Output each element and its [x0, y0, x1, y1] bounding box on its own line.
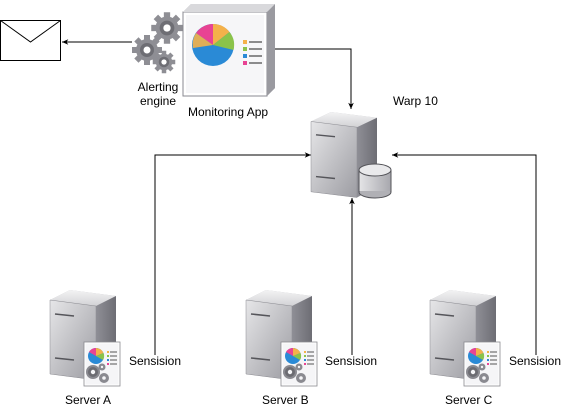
edge-serverC-to-warp10	[392, 152, 537, 355]
server-a-label: Server A	[65, 393, 112, 407]
warp10-label: Warp 10	[393, 94, 438, 108]
server-c-label: Server C	[445, 393, 493, 407]
server-b-agent-label: Sensision	[325, 354, 378, 368]
edge-serverA-to-warp10	[154, 152, 311, 355]
dashboard-pie-chart-icon	[182, 4, 275, 97]
edge-monitoring-to-warp10	[275, 48, 354, 109]
server-b-sensision-icon	[280, 341, 318, 387]
alerting-engine-label: Alerting engine	[138, 80, 179, 108]
envelope-icon	[0, 20, 61, 61]
server-b-label: Server B	[262, 393, 309, 407]
alerting-engine-label-line2: engine	[139, 94, 177, 108]
server-c-sensision-icon	[463, 341, 501, 387]
server-a-sensision-icon	[83, 341, 121, 387]
server-a-agent-label: Sensision	[129, 354, 182, 368]
database-server-icon	[310, 111, 392, 199]
server-c-agent-label: Sensision	[509, 354, 562, 368]
server-c	[429, 289, 501, 387]
gears-icon	[132, 12, 183, 74]
monitoring-app-label: Monitoring App	[188, 105, 269, 119]
server-b	[245, 289, 318, 387]
alerting-engine-label-line1: Alerting	[137, 80, 179, 94]
server-a	[49, 289, 121, 387]
database-cylinder	[358, 163, 392, 199]
connectors	[62, 39, 537, 355]
